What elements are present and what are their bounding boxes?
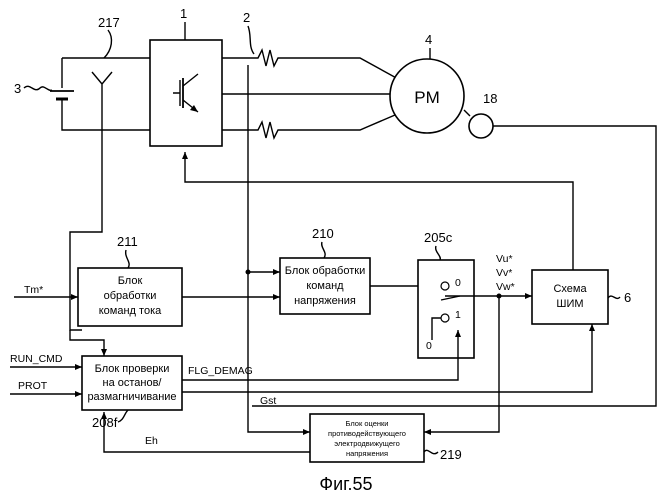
stop-check-line-2: на останов/	[103, 377, 163, 389]
inverter-block	[150, 40, 222, 146]
leader-pwm	[608, 296, 620, 298]
ref-inverter: 1	[180, 6, 187, 21]
resolver-symbol	[469, 114, 493, 138]
current-cmd-line-2: обработки	[104, 290, 157, 302]
pwm-block	[532, 270, 608, 324]
signal-vw: Vw*	[496, 281, 515, 293]
gate-drive-line	[185, 152, 573, 270]
signal-prot: PROT	[18, 380, 48, 392]
voltage-cmd-line-1: Блок обработки	[285, 265, 365, 277]
stop-check-line-1: Блок проверки	[95, 363, 170, 375]
ref-selector: 205c	[424, 230, 453, 245]
signal-eh: Eh	[145, 435, 158, 447]
voltage-cmd-line-2: команд	[306, 280, 344, 292]
ref-ground-fault: 217	[98, 15, 120, 30]
leader-battery	[24, 86, 52, 90]
signal-vv: Vv*	[496, 267, 512, 279]
switch-label-1: 1	[455, 309, 461, 321]
emf-line-4: напряжения	[346, 449, 388, 458]
ref-current-sensor: 2	[243, 10, 250, 25]
ref-current-cmd: 211	[117, 234, 138, 249]
ref-emf-estimator: 219	[440, 447, 462, 462]
ref-battery: 3	[14, 81, 21, 96]
resolver-shaft	[464, 110, 470, 116]
current-cmd-line-3: команд тока	[99, 305, 162, 317]
ref-pwm: 6	[624, 290, 631, 305]
switch-contact-1	[441, 314, 449, 322]
motor-label: PM	[414, 88, 440, 107]
emf-line-2: противодействующего	[328, 429, 406, 438]
pwm-line-2: ШИМ	[556, 298, 583, 310]
ref-voltage-cmd: 210	[312, 226, 334, 241]
leader-current-sensor	[248, 26, 254, 54]
switch-contact-0	[441, 282, 449, 290]
signal-gst: Gst	[260, 395, 276, 407]
emf-line-1: Блок оценки	[345, 419, 388, 428]
signal-vu: Vu*	[496, 253, 513, 265]
leader-stop-check	[118, 410, 128, 422]
switch-label-0-bottom: 0	[426, 340, 432, 352]
signal-tm: Tm*	[24, 284, 43, 296]
ref-resolver: 18	[483, 91, 497, 106]
signal-run-cmd: RUN_CMD	[10, 353, 63, 365]
emf-line-3: электродвижущего	[334, 439, 400, 448]
gst-line	[182, 324, 592, 392]
leader-selector	[436, 246, 441, 260]
pwm-line-1: Схема	[553, 283, 587, 295]
battery-symbol	[50, 91, 74, 110]
leader-ground-fault	[104, 30, 111, 58]
voltage-cmd-line-3: напряжения	[294, 295, 356, 307]
dc-bus-top	[62, 58, 150, 130]
phase-w-line	[222, 112, 402, 138]
current-cmd-line-1: Блок	[118, 275, 143, 287]
leader-current-cmd	[126, 250, 129, 268]
switch-label-0-top: 0	[455, 277, 461, 289]
current-feedback-line	[248, 65, 310, 432]
stop-check-line-3: размагничивание	[87, 391, 176, 403]
leader-voltage-cmd	[322, 242, 325, 258]
figure-caption: Фиг.55	[319, 474, 372, 494]
ref-motor: 4	[425, 32, 432, 47]
signal-flg-demag: FLG_DEMAG	[188, 365, 253, 377]
ref-stop-check: 208f	[92, 415, 118, 430]
fault-to-stop-check-line	[70, 330, 104, 356]
leader-emf-estimator	[424, 450, 438, 453]
